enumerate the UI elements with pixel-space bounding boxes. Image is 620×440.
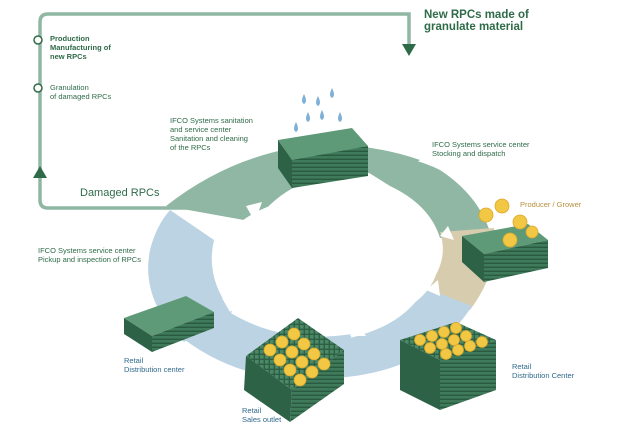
fruit-icon — [414, 322, 488, 360]
producer-crate — [462, 198, 548, 282]
label-retail-dc-left-line-2: Distribution center — [124, 365, 185, 374]
label-retail-sales-line-1: Retail — [242, 406, 262, 415]
label-sanitation: IFCO Systems sanitation and service cent… — [170, 116, 253, 152]
label-retail-dc-right-line-1: Retail — [512, 362, 532, 371]
loop-item-production-line-2: Manufacturing of — [50, 43, 111, 52]
sales-outlet-crates — [244, 318, 344, 422]
label-pickup-line-2: Pickup and inspection of RPCs — [38, 255, 141, 264]
loop-node-granulation — [33, 83, 43, 93]
sanitation-crate — [278, 88, 368, 188]
label-retail-sales: Retail Sales outlet — [242, 406, 281, 424]
ring-center — [218, 196, 438, 328]
retail-dc-crate-stack — [400, 322, 496, 410]
recycling-loop-line — [33, 12, 416, 210]
label-retail-dc-right-line-2: Distribution Center — [512, 371, 575, 380]
label-producer-line-1: Producer / Grower — [520, 200, 582, 209]
loop-arrow-down-icon — [402, 44, 416, 56]
loop-item-production-line-3: new RPCs — [50, 52, 87, 61]
label-sanitation-line-4: of the RPCs — [170, 143, 211, 152]
loop-item-granulation-line-1: Granulation — [50, 83, 89, 92]
label-retail-dc-left-line-1: Retail — [124, 356, 144, 365]
label-pickup: IFCO Systems service center Pickup and i… — [38, 246, 141, 264]
label-producer: Producer / Grower — [520, 200, 581, 209]
empty-crate-stack — [124, 296, 214, 352]
damaged-rpcs-label: Damaged RPCs — [80, 187, 160, 199]
label-retail-dc-right: Retail Distribution Center — [512, 362, 574, 380]
label-sanitation-line-3: Sanitation and cleaning — [170, 134, 248, 143]
loop-item-granulation-line-2: of damaged RPCs — [50, 92, 112, 101]
label-pickup-line-1: IFCO Systems service center — [38, 246, 136, 255]
ring-segment-stocking — [342, 154, 490, 238]
label-stocking: IFCO Systems service center Stocking and… — [432, 140, 530, 158]
header-new-rpcs: New RPCs made of granulate material — [424, 9, 529, 33]
fruit-icon — [478, 198, 539, 248]
label-stocking-line-2: Stocking and dispatch — [432, 149, 506, 158]
label-sanitation-line-1: IFCO Systems sanitation — [170, 116, 253, 125]
loop-node-production — [33, 35, 43, 45]
loop-arrow-up-icon — [33, 166, 47, 178]
label-sanitation-line-2: and service center — [170, 125, 232, 134]
water-drop-icon — [294, 88, 342, 132]
label-retail-dc-left: Retail Distribution center — [124, 356, 184, 374]
loop-item-production-line-1: Production — [50, 34, 90, 43]
header-line-2: granulate material — [424, 21, 524, 33]
label-stocking-line-1: IFCO Systems service center — [432, 140, 530, 149]
fruit-icon — [263, 327, 331, 387]
loop-item-granulation: Granulation of damaged RPCs — [50, 83, 111, 101]
loop-item-production: Production Manufacturing of new RPCs — [50, 34, 111, 61]
header-line-1: New RPCs made of — [424, 9, 529, 21]
label-retail-sales-line-2: Sales outlet — [242, 415, 282, 424]
ring-segment-retail-dc-right — [335, 288, 472, 378]
